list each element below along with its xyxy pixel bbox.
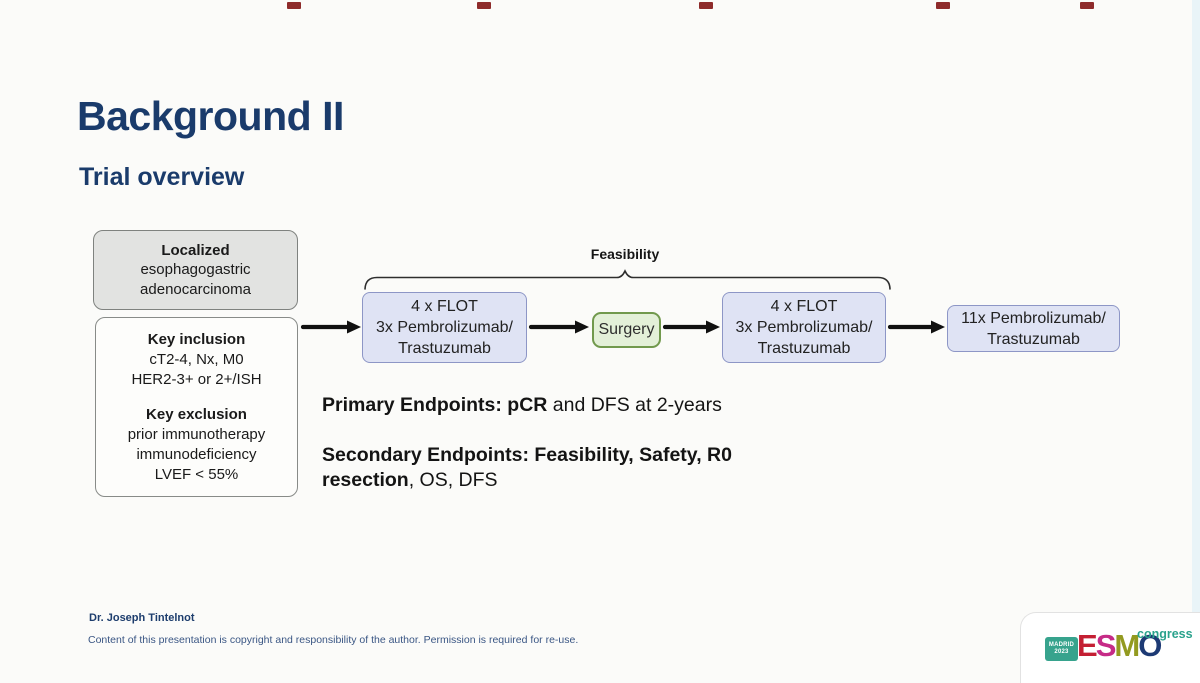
badge-year: 2023	[1054, 649, 1069, 655]
treatment-line: 3x Pembrolizumab/	[735, 319, 873, 336]
secondary-endpoints-text: Secondary Endpoints: Feasibility, Safety…	[322, 443, 732, 492]
esmo-logo-card: MADRID 2023 ESMO congress	[1020, 612, 1200, 683]
esmo-letter-o: O	[1138, 628, 1162, 663]
exclusion-line: LVEF < 55%	[154, 465, 239, 483]
exclusion-line: prior immunotherapy	[127, 425, 266, 443]
author-name: Dr. Joseph Tintelnot	[89, 612, 195, 624]
secondary-endpoints-line2-rest: , OS, DFS	[408, 468, 498, 491]
copyright-text: Content of this presentation is copyrigh…	[88, 634, 579, 646]
page-title: Background II	[77, 93, 344, 139]
right-edge-strip	[1192, 0, 1200, 612]
badge-city: MADRID	[1048, 642, 1075, 648]
treatment-line: 4 x FLOT	[411, 298, 478, 315]
video-marker-icon	[1080, 2, 1094, 9]
maintenance-line: Trastuzumab	[987, 330, 1080, 348]
primary-endpoints-text: Primary Endpoints: pCR and DFS at 2-year…	[322, 393, 722, 418]
secondary-endpoints-line2: resection, OS, DFS	[322, 468, 732, 493]
diagnosis-line: esophagogastric	[140, 261, 251, 279]
primary-endpoints-rest: and DFS at 2-years	[547, 394, 722, 416]
video-marker-icon	[477, 2, 491, 9]
congress-label: congress	[1137, 627, 1193, 641]
feasibility-label: Feasibility	[590, 246, 660, 262]
surgery-label: Surgery	[598, 321, 655, 338]
treatment-line: Trastuzumab	[757, 340, 851, 357]
secondary-endpoints-line1: Secondary Endpoints: Feasibility, Safety…	[322, 444, 732, 466]
inclusion-line: cT2-4, Nx, M0	[149, 350, 244, 368]
exclusion-header: Key exclusion	[146, 405, 247, 423]
inclusion-header: Key inclusion	[147, 330, 246, 348]
treatment-line: Trastuzumab	[398, 340, 491, 357]
feasibility-brace	[364, 269, 891, 290]
exclusion-line: immunodeficiency	[136, 445, 257, 463]
video-marker-icon	[936, 2, 950, 9]
video-marker-icon	[287, 2, 301, 9]
maintenance-line: 11x Pembrolizumab/	[961, 309, 1106, 327]
treatment-line: 4 x FLOT	[770, 298, 838, 315]
box-diagnosis: Localized esophagogastric adenocarcinoma	[93, 230, 298, 310]
box-treatment-neoadjuvant: 4 x FLOT 3x Pembrolizumab/ Trastuzumab	[362, 292, 527, 363]
slide-subtitle: Trial overview	[79, 163, 245, 191]
secondary-endpoints-line2-bold: resection	[322, 468, 409, 491]
box-criteria: Key inclusion cT2-4, Nx, M0 HER2-3+ or 2…	[95, 317, 298, 497]
box-treatment-adjuvant: 4 x FLOT 3x Pembrolizumab/ Trastuzumab	[722, 292, 886, 363]
treatment-line: 3x Pembrolizumab/	[376, 319, 513, 336]
diagnosis-line: adenocarcinoma	[140, 280, 251, 298]
box-maintenance: 11x Pembrolizumab/ Trastuzumab	[947, 305, 1120, 352]
esmo-letter-s: S	[1095, 628, 1117, 663]
inclusion-line: HER2-3+ or 2+/ISH	[131, 370, 262, 388]
box-surgery: Surgery	[592, 312, 661, 348]
video-marker-icon	[699, 2, 713, 9]
esmo-letter-e: E	[1077, 628, 1098, 663]
primary-endpoints-bold: Primary Endpoints: pCR	[322, 394, 548, 416]
diagnosis-line: Localized	[161, 241, 230, 259]
esmo-letter-m: M	[1114, 628, 1140, 663]
esmo-location-badge: MADRID 2023	[1045, 637, 1078, 661]
esmo-logo: ESMO	[1077, 628, 1162, 663]
